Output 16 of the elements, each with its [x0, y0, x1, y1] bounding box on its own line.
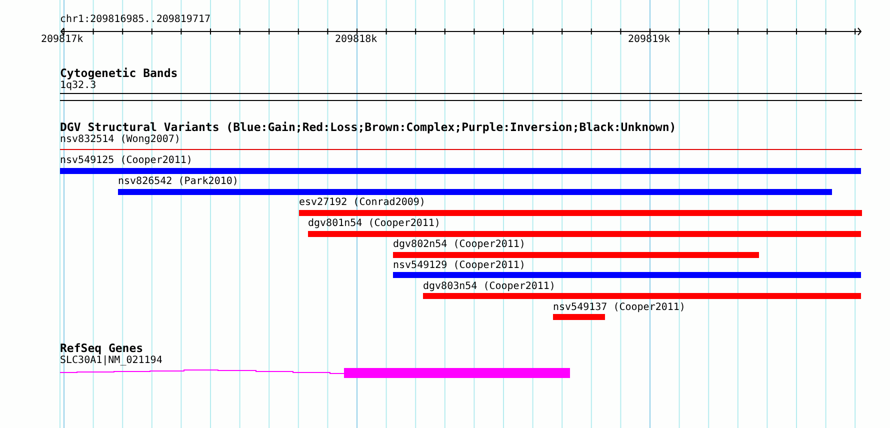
feature-label: nsv549137 (Cooper2011) [553, 302, 686, 314]
feature-label: nsv832514 (Wong2007) [60, 134, 180, 146]
feature-label: dgv802n54 (Cooper2011) [393, 239, 526, 251]
feature-label: esv27192 (Conrad2009) [299, 197, 426, 209]
position-range: chr1:209816985..209819717 [60, 14, 211, 26]
feature-label: SLC30A1|NM_021194 [60, 355, 162, 367]
feature-label: nsv826542 (Park2010) [118, 176, 238, 188]
feature-label: 1q32.3 [60, 80, 96, 92]
feature-label: nsv549125 (Cooper2011) [60, 155, 192, 167]
feature-label: dgv801n54 (Cooper2011) [308, 218, 440, 230]
track-title: DGV Structural Variants (Blue:Gain;Red:Loss;Brown:Complex;Purple:Inversion;Black:Unknown) [60, 121, 676, 133]
tick-label: 209817k [41, 34, 84, 46]
feature-label: nsv549129 (Cooper2011) [393, 260, 526, 272]
feature-label: dgv803n54 (Cooper2011) [423, 281, 556, 293]
tick-label: 209819k [628, 34, 670, 46]
tick-label: 209818k [335, 34, 378, 46]
